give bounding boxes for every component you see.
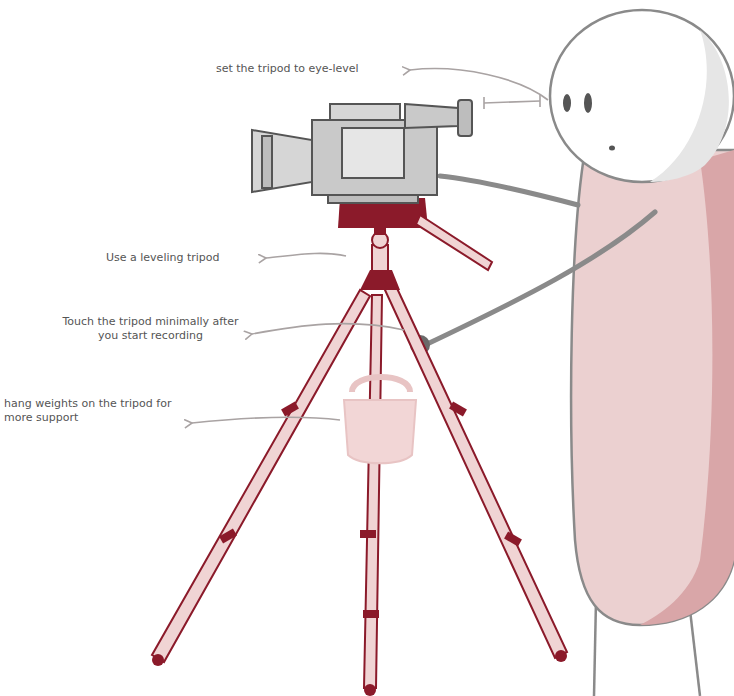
- person: [410, 10, 734, 696]
- callout-label: Use a leveling tripod: [106, 251, 266, 265]
- leader-lines: [192, 69, 548, 423]
- callout-label: Touch the tripod minimally after you sta…: [58, 315, 243, 343]
- callout-label: hang weights on the tripod for more supp…: [4, 397, 184, 425]
- callout-label: set the tripod to eye-level: [216, 62, 411, 76]
- camera: [252, 100, 472, 203]
- tripod: [152, 198, 567, 696]
